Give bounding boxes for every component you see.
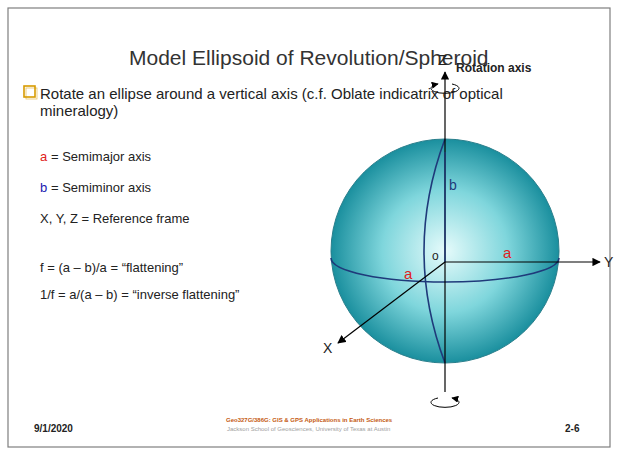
meridian xyxy=(424,139,445,363)
origin-label: o xyxy=(432,250,439,263)
definition: = Semimajor axis xyxy=(51,150,151,164)
axis-label: X xyxy=(323,341,332,356)
slide-title: Model Ellipsoid of Revolution/Spheroid xyxy=(129,46,489,69)
definition: = Semiminor axis xyxy=(51,181,151,195)
formula: f = (a – b)/a = “flattening” xyxy=(40,261,183,275)
definition: X, Y, Z = Reference frame xyxy=(40,212,189,226)
slide-number: 2-6 xyxy=(565,423,579,434)
symbol: a xyxy=(40,150,47,164)
slide-border xyxy=(8,8,610,447)
y-axis xyxy=(445,261,600,262)
axis-label: Z xyxy=(438,52,447,69)
bullet-text: Rotate an ellipse around a vertical axis… xyxy=(40,86,560,119)
axis-caption: Rotation axis xyxy=(456,62,531,75)
dimension-label: b xyxy=(449,178,457,193)
slide-date: 9/1/2020 xyxy=(34,423,73,434)
dimension-label: a xyxy=(404,266,412,283)
formula: 1/f = a/(a – b) = “inverse flattening” xyxy=(40,288,239,302)
x-axis xyxy=(338,262,445,343)
bullet-shadow xyxy=(26,88,37,99)
semiminor-line xyxy=(444,152,445,262)
institution: Jackson School of Geosciences, Universit… xyxy=(227,426,390,433)
course-name: Geo327G/386G: GIS & GPS Applications in … xyxy=(226,417,392,424)
rotation-arrow xyxy=(431,398,459,407)
axis-label: Y xyxy=(604,255,613,270)
dimension-label: a xyxy=(503,245,511,262)
symbol: b xyxy=(40,181,47,195)
z-axis xyxy=(444,72,445,392)
